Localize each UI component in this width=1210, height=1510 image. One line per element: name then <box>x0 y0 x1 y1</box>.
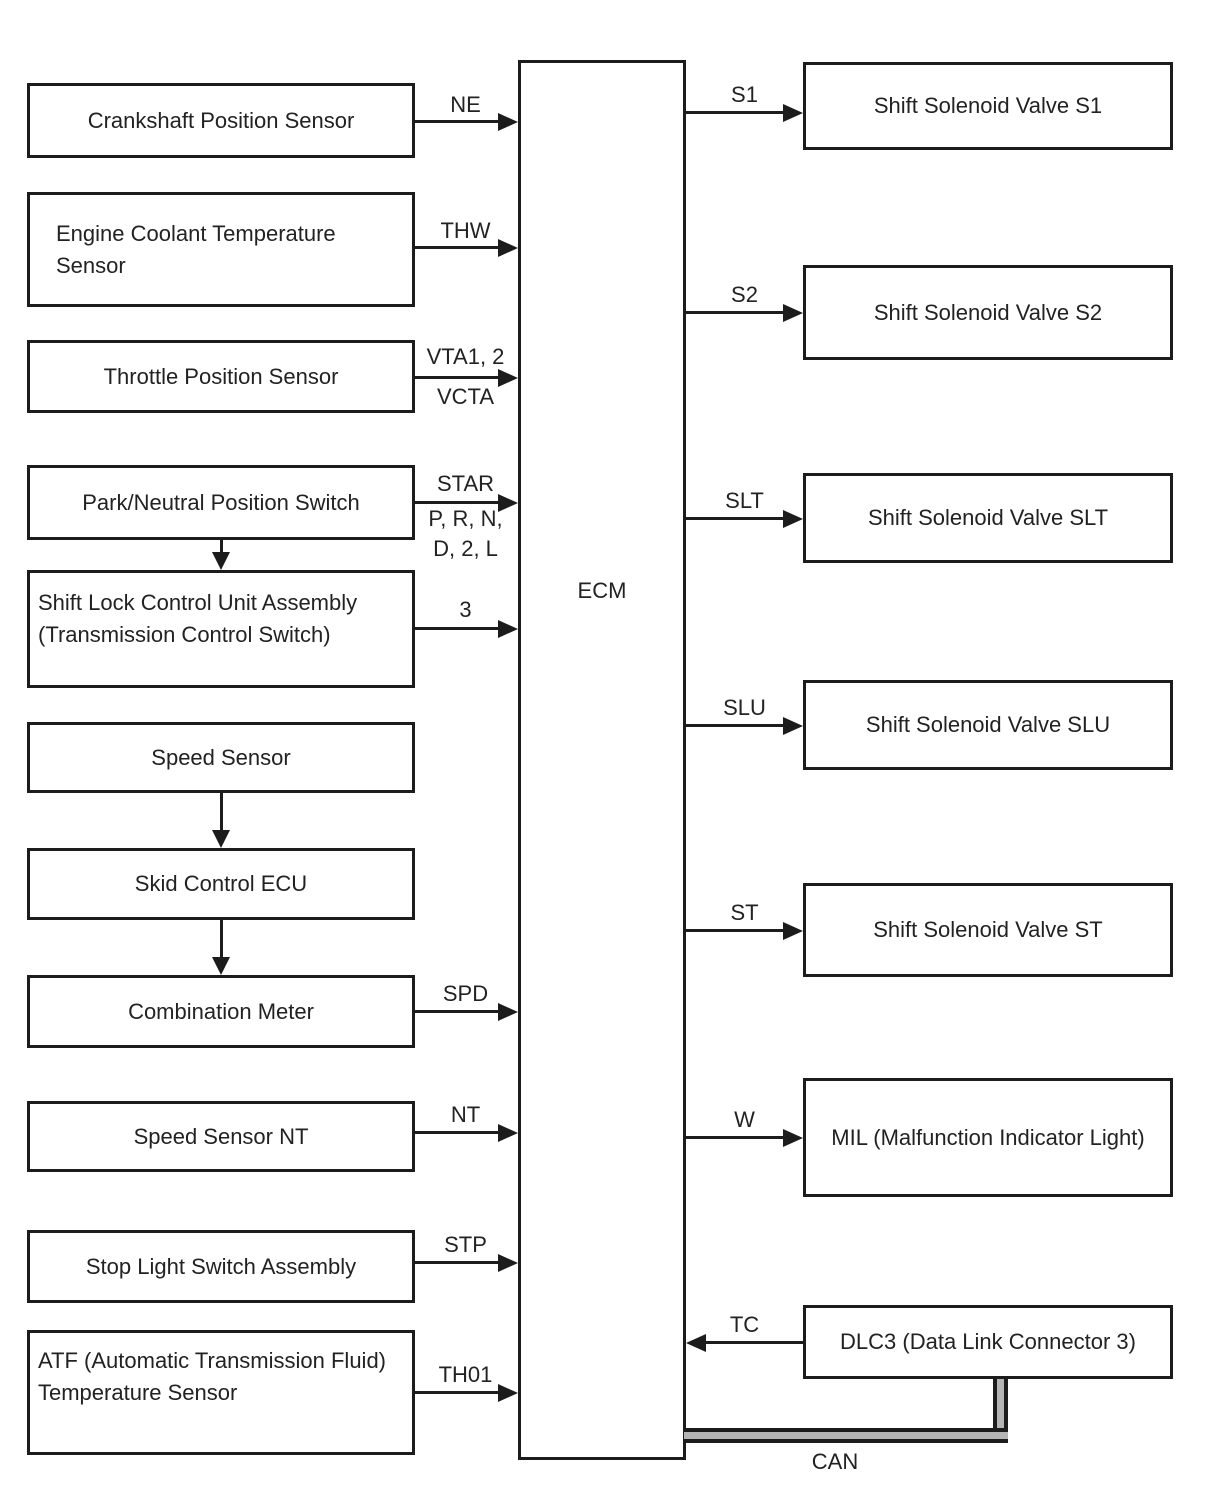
th01-arrow-line <box>415 1391 498 1394</box>
signal-s2: S2 <box>731 282 758 307</box>
can-bus-vertical <box>993 1379 1008 1428</box>
input-label: Skid Control ECU <box>134 871 308 897</box>
st-arrowhead-icon <box>783 922 803 940</box>
skid-control-to-combination-meter-line <box>220 920 223 957</box>
input-box-combination-meter: Combination Meter <box>27 975 415 1048</box>
can-bus-horizontal <box>684 1428 1008 1443</box>
signal-vcta: VCTA <box>436 384 495 409</box>
input-box-shift-lock-control-unit: Shift Lock Control Unit Assembly (Transm… <box>27 570 415 688</box>
input-label: Throttle Position Sensor <box>103 363 339 389</box>
tc-arrow-line <box>706 1341 803 1344</box>
input-box-speed-sensor: Speed Sensor <box>27 722 415 793</box>
input-label: ATF (Automatic Transmission Fluid) Tempe… <box>38 1348 387 1405</box>
stp-arrow-line <box>415 1261 498 1264</box>
input-box-atf-temperature-sensor: ATF (Automatic Transmission Fluid) Tempe… <box>27 1330 415 1455</box>
signal-vta12: VTA1, 2 <box>426 344 505 369</box>
ecm-label: ECM <box>577 578 627 603</box>
vta-arrowhead-icon <box>498 369 518 387</box>
can-bus-label: CAN <box>811 1449 859 1474</box>
skid-control-to-combination-meter-arrowhead-icon <box>212 957 230 975</box>
input-label: Park/Neutral Position Switch <box>82 489 360 515</box>
ecm-box <box>518 60 686 1460</box>
signal-stp: STP <box>444 1232 487 1257</box>
output-box-shift-solenoid-valve-st: Shift Solenoid Valve ST <box>803 883 1173 977</box>
signal-prn: P, R, N, <box>428 506 503 531</box>
output-label: DLC3 (Data Link Connector 3) <box>840 1329 1136 1355</box>
output-box-mil: MIL (Malfunction Indicator Light) <box>803 1078 1173 1197</box>
star-arrowhead-icon <box>498 494 518 512</box>
s1-arrow-line <box>686 111 783 114</box>
input-box-speed-sensor-nt: Speed Sensor NT <box>27 1101 415 1172</box>
output-label: Shift Solenoid Valve ST <box>873 917 1103 943</box>
signal-th01: TH01 <box>438 1362 493 1387</box>
s1-arrowhead-icon <box>783 104 803 122</box>
output-label: Shift Solenoid Valve SLU <box>865 712 1111 738</box>
input-box-throttle-position-sensor: Throttle Position Sensor <box>27 340 415 413</box>
input-label: Shift Lock Control Unit Assembly (Transm… <box>38 590 358 647</box>
slu-arrow-line <box>686 724 783 727</box>
input-label: Crankshaft Position Sensor <box>87 107 355 133</box>
output-box-shift-solenoid-valve-s2: Shift Solenoid Valve S2 <box>803 265 1173 360</box>
signal-3: 3 <box>459 597 472 622</box>
output-label: Shift Solenoid Valve S1 <box>873 93 1103 119</box>
signal-nt: NT <box>450 1102 481 1127</box>
st-arrow-line <box>686 929 783 932</box>
signal-star: STAR <box>436 471 495 496</box>
input-label: Speed Sensor <box>151 744 291 770</box>
ne-arrowhead-icon <box>498 113 518 131</box>
spd-arrow-line <box>415 1010 498 1013</box>
input-box-skid-control-ecu: Skid Control ECU <box>27 848 415 920</box>
input-box-crankshaft-position-sensor: Crankshaft Position Sensor <box>27 83 415 158</box>
output-box-dlc3: DLC3 (Data Link Connector 3) <box>803 1305 1173 1379</box>
stp-arrowhead-icon <box>498 1254 518 1272</box>
star-arrow-line <box>415 501 498 504</box>
th01-arrowhead-icon <box>498 1384 518 1402</box>
slt-arrow-line <box>686 517 783 520</box>
input-box-engine-coolant-temperature-sensor: Engine Coolant Temperature Sensor <box>27 192 415 307</box>
input-box-park-neutral-position-switch: Park/Neutral Position Switch <box>27 465 415 540</box>
speed-sensor-to-skid-control-arrowhead-icon <box>212 830 230 848</box>
signal-spd: SPD <box>442 981 489 1006</box>
signal-w: W <box>734 1107 755 1132</box>
output-label: MIL (Malfunction Indicator Light) <box>831 1124 1145 1150</box>
signal-st: ST <box>730 900 759 925</box>
signal-d2l: D, 2, L <box>433 536 498 561</box>
slu-arrowhead-icon <box>783 717 803 735</box>
signal-slu: SLU <box>723 695 766 720</box>
input-label: Speed Sensor NT <box>133 1123 309 1149</box>
ne-arrow-line <box>415 120 498 123</box>
signal-thw: THW <box>440 218 491 243</box>
signal-s1: S1 <box>731 82 758 107</box>
vta-arrow-line <box>415 376 498 379</box>
input-label: Engine Coolant Temperature Sensor <box>56 220 336 278</box>
output-label: Shift Solenoid Valve SLT <box>867 505 1109 531</box>
nt-arrow-line <box>415 1131 498 1134</box>
thw-arrow-line <box>415 246 498 249</box>
spd-arrowhead-icon <box>498 1003 518 1021</box>
park-neutral-to-shift-lock-line <box>220 540 223 552</box>
tc-arrowhead-icon <box>686 1334 706 1352</box>
signal-tc: TC <box>729 1312 760 1337</box>
signal-slt: SLT <box>725 488 764 513</box>
nt-arrowhead-icon <box>498 1124 518 1142</box>
slt-arrowhead-icon <box>783 510 803 528</box>
shift-lock-arrowhead-icon <box>498 620 518 638</box>
output-label: Shift Solenoid Valve S2 <box>873 299 1103 325</box>
s2-arrowhead-icon <box>783 304 803 322</box>
w-arrowhead-icon <box>783 1129 803 1147</box>
output-box-shift-solenoid-valve-slt: Shift Solenoid Valve SLT <box>803 473 1173 563</box>
w-arrow-line <box>686 1136 783 1139</box>
input-label: Combination Meter <box>128 998 314 1024</box>
park-neutral-to-shift-lock-arrowhead-icon <box>212 552 230 570</box>
thw-arrowhead-icon <box>498 239 518 257</box>
output-box-shift-solenoid-valve-slu: Shift Solenoid Valve SLU <box>803 680 1173 770</box>
output-box-shift-solenoid-valve-s1: Shift Solenoid Valve S1 <box>803 62 1173 150</box>
speed-sensor-to-skid-control-line <box>220 793 223 830</box>
input-label: Stop Light Switch Assembly <box>85 1253 357 1279</box>
s2-arrow-line <box>686 311 783 314</box>
input-box-stop-light-switch-assembly: Stop Light Switch Assembly <box>27 1230 415 1303</box>
shift-lock-arrow-line <box>415 627 498 630</box>
signal-ne: NE <box>450 92 481 117</box>
